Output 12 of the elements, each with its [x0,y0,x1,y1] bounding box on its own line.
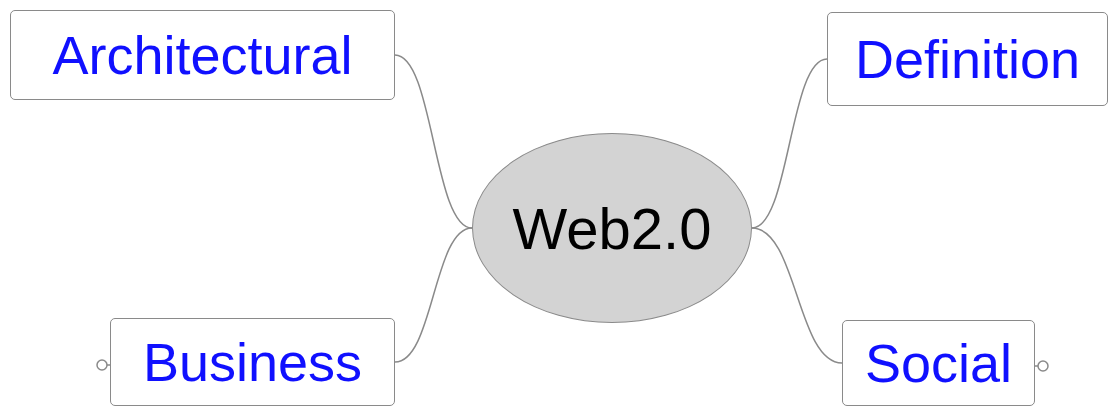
topic-box [842,320,1035,406]
topic-label: Architectural [52,24,353,86]
topic-label: Web2.0 [512,194,712,262]
connector-line [394,227,473,363]
topic-box [110,318,395,406]
topic-label: Business [142,331,363,393]
topic-box [827,12,1108,106]
connector-line [751,227,843,364]
topic-label: Definition [854,28,1081,90]
topic-label: Social [864,332,1013,394]
connector-line [394,54,473,229]
topic-box [10,10,395,100]
